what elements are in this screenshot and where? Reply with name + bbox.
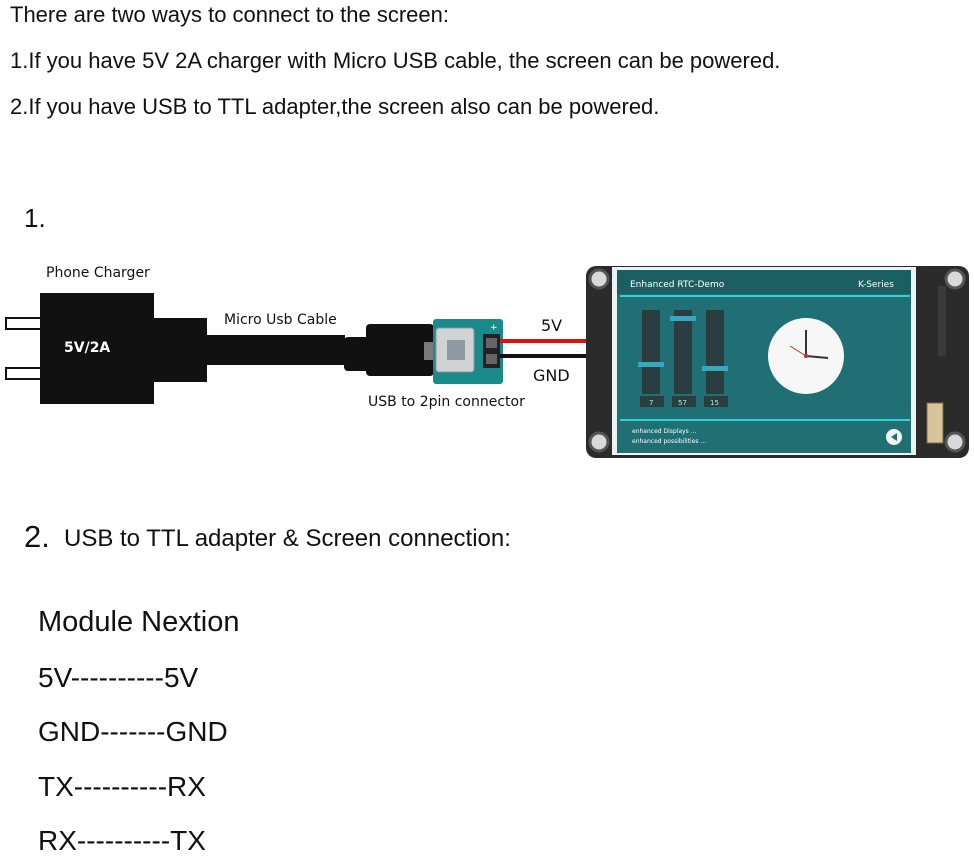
intro-line-3: 2.If you have USB to TTL adapter,the scr… xyxy=(10,94,660,119)
micro-usb-cable xyxy=(205,324,438,376)
connection-row-gnd: GND-------GND xyxy=(38,716,228,747)
time-seconds: 15 xyxy=(710,399,719,407)
wire-gnd-label: GND xyxy=(533,366,570,385)
charger-label: Phone Charger xyxy=(46,265,150,281)
usb-2pin-connector: + xyxy=(433,319,503,384)
section-2-number: 2. xyxy=(24,519,50,554)
nextion-screen: Enhanced RTC-Demo K-Series 7 57 15 enhan… xyxy=(586,266,969,458)
screen-series: K-Series xyxy=(858,280,894,290)
cable-label: Micro Usb Cable xyxy=(224,312,337,328)
connector-label: USB to 2pin connector xyxy=(368,394,525,410)
section-1-number: 1. xyxy=(24,203,46,233)
screen-footer-2: enhanced possibilities ... xyxy=(632,438,706,445)
time-hours: 7 xyxy=(649,399,653,407)
connection-row-rx: RX----------TX xyxy=(38,825,206,856)
screen-title: Enhanced RTC-Demo xyxy=(630,280,725,290)
intro-line-1: There are two ways to connect to the scr… xyxy=(10,2,450,27)
connection-header: Module Nextion xyxy=(38,606,240,638)
svg-text:+: + xyxy=(490,323,498,333)
charger-rating: 5V/2A xyxy=(64,340,110,356)
section-2-title: USB to TTL adapter & Screen connection: xyxy=(64,525,511,552)
intro-line-2: 1.If you have 5V 2A charger with Micro U… xyxy=(10,48,781,73)
screen-footer-1: enhanced Displays ... xyxy=(632,428,696,435)
time-minutes: 57 xyxy=(678,399,687,407)
phone-charger: 5V/2A xyxy=(5,293,207,404)
connection-row-5v: 5V----------5V xyxy=(38,662,199,693)
wire-5v-label: 5V xyxy=(541,316,563,335)
connection-row-tx: TX----------RX xyxy=(38,771,206,802)
